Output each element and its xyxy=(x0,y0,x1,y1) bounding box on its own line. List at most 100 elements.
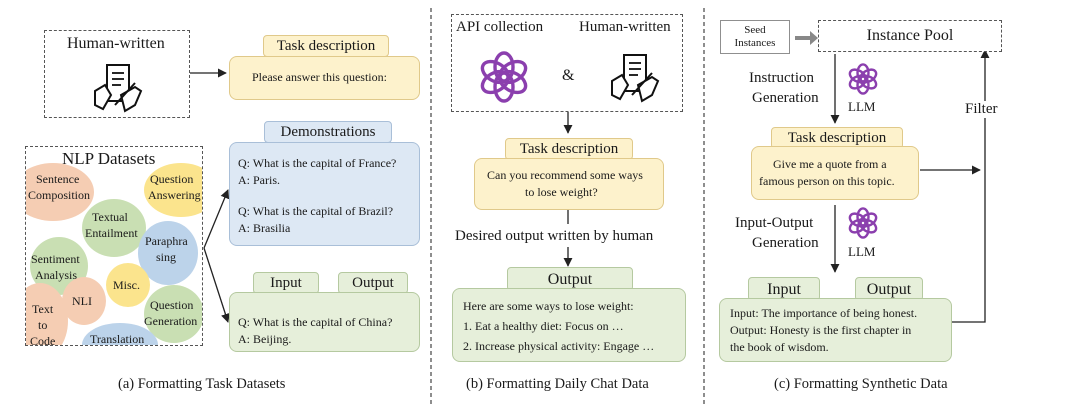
label-para-1: Paraphra xyxy=(145,234,188,248)
task-text-c-2: famous person on this topic. xyxy=(759,174,895,188)
output-tag-c: Output xyxy=(855,277,923,301)
task-text-c-1: Give me a quote from a xyxy=(773,157,887,171)
input-tag-c: Input xyxy=(748,277,820,301)
human-written-label: Human-written xyxy=(67,35,165,52)
label-para-2: sing xyxy=(156,250,177,264)
seed-instances-box: Seed Instances xyxy=(720,20,790,54)
seed-label-1: Seed xyxy=(744,24,766,36)
task-description-tag-c-label: Task description xyxy=(787,130,887,146)
task-description-card: Please answer this question: xyxy=(229,56,420,100)
label-sa-2: Analysis xyxy=(35,268,77,282)
document-hand-icon xyxy=(94,64,143,113)
label-sa-1: Sentiment xyxy=(31,252,80,266)
bubble-misc xyxy=(106,263,150,307)
task-card-b: Can you recommend some ways to lose weig… xyxy=(474,158,664,210)
instance-pool-label: Instance Pool xyxy=(866,27,954,44)
label-sentence-2: Composition xyxy=(28,188,91,202)
input-tag-a-label: Input xyxy=(270,275,302,291)
demonstrations-tag-label: Demonstrations xyxy=(280,124,376,140)
output-tag-b-label: Output xyxy=(547,271,593,288)
task-description-tag-label: Task description xyxy=(276,38,376,54)
document-hand-icon-b xyxy=(611,54,660,103)
output-line-1: Here are some ways to lose weight: xyxy=(463,299,634,313)
bubble-sentence-composition xyxy=(26,163,94,221)
demo-a2: A: Brasilia xyxy=(238,221,291,235)
output-line-2: 1. Eat a healthy diet: Focus on … xyxy=(463,319,624,333)
io-gen-1: Input-Output xyxy=(735,215,814,231)
arrow-datasets-to-demos xyxy=(203,189,230,249)
label-t2c-3: Code xyxy=(30,334,56,346)
bubble-paraphrasing xyxy=(138,221,198,285)
io-q-a: Q: What is the capital of China? xyxy=(238,315,393,329)
openai-logo-icon xyxy=(480,51,528,103)
llm-label-2: LLM xyxy=(848,244,876,259)
label-nli: NLI xyxy=(72,294,92,308)
task-description-tag: Task description xyxy=(263,35,389,57)
io-a-a: A: Beijing. xyxy=(238,332,292,346)
api-human-box: API collection Human-written & xyxy=(451,14,683,112)
api-collection-label: API collection xyxy=(456,19,544,35)
caption-b: (b) Formatting Daily Chat Data xyxy=(466,376,649,392)
human-written-label-b: Human-written xyxy=(579,19,671,35)
instruction-gen-2: Generation xyxy=(752,90,819,106)
task-description-tag-b-label: Task description xyxy=(519,141,619,157)
output-tag-a-label: Output xyxy=(352,275,394,291)
output-card-b: Here are some ways to lose weight: 1. Ea… xyxy=(452,288,686,362)
io-line-c-3: the book of wisdom. xyxy=(730,340,829,354)
demonstrations-tag: Demonstrations xyxy=(264,121,392,143)
output-tag-b: Output xyxy=(507,267,633,291)
output-line-3: 2. Increase physical activity: Engage … xyxy=(463,339,655,353)
label-te-2: Entailment xyxy=(85,226,138,240)
task-description-tag-c: Task description xyxy=(771,127,903,149)
demo-q2: Q: What is the capital of Brazil? xyxy=(238,204,394,218)
instance-pool-box: Instance Pool xyxy=(818,20,1002,52)
nlp-datasets-box: NLP Datasets Sentence Composition Questi… xyxy=(25,146,203,346)
label-translation: Translation xyxy=(90,332,145,346)
label-te-1: Textual xyxy=(92,210,128,224)
demo-q1: Q: What is the capital of France? xyxy=(238,156,397,170)
openai-logo-icon-c2 xyxy=(848,207,878,239)
llm-label-1: LLM xyxy=(848,99,876,114)
label-qg-1: Question xyxy=(150,298,194,312)
label-sentence-1: Sentence xyxy=(36,172,80,186)
bubble-translation xyxy=(82,323,158,345)
arrow-datasets-to-io xyxy=(203,247,230,323)
seed-label-2: Instances xyxy=(734,37,776,49)
output-tag-c-label: Output xyxy=(866,281,912,298)
io-line-c-1: Input: The importance of being honest. xyxy=(730,306,918,320)
bubble-textual-entailment xyxy=(82,199,146,257)
task-description-tag-b: Task description xyxy=(505,138,633,160)
caption-c: (c) Formatting Synthetic Data xyxy=(774,376,948,392)
label-qg-2: Generation xyxy=(144,314,198,328)
io-gen-2: Generation xyxy=(752,235,819,251)
human-written-box: Human-written xyxy=(44,30,190,118)
label-t2c-2: to xyxy=(38,318,48,332)
desired-output-label: Desired output written by human xyxy=(455,228,654,244)
caption-a: (a) Formatting Task Datasets xyxy=(118,376,286,392)
label-misc: Misc. xyxy=(113,278,140,292)
demonstrations-card: Q: What is the capital of France? A: Par… xyxy=(229,142,420,246)
io-line-c-2: Output: Honesty is the first chapter in xyxy=(730,323,912,337)
bubble-nli xyxy=(62,277,106,325)
openai-logo-icon-c1 xyxy=(848,63,878,95)
instruction-gen-1: Instruction xyxy=(749,70,814,86)
label-qa-2: Answering xyxy=(148,188,201,202)
task-text-b-1: Can you recommend some ways xyxy=(487,168,643,182)
label-t2c-1: Text xyxy=(32,302,54,316)
demo-a1: A: Paris. xyxy=(238,173,280,187)
ampersand: & xyxy=(562,67,575,84)
task-text: Please answer this question: xyxy=(252,70,387,84)
task-text-b-2: to lose weight? xyxy=(525,185,598,199)
bubble-question-answering xyxy=(144,163,202,217)
filter-label: Filter xyxy=(963,101,1000,118)
io-card-c: Input: The importance of being honest. O… xyxy=(719,298,952,362)
label-qa-1: Question xyxy=(150,172,194,186)
io-card-a: Q: What is the capital of China? A: Beij… xyxy=(229,292,420,352)
output-tag-a: Output xyxy=(338,272,408,294)
nlp-datasets-title: NLP Datasets xyxy=(62,149,156,168)
bubble-question-generation xyxy=(144,285,202,343)
arrow-io-to-pool xyxy=(952,49,990,323)
input-tag-c-label: Input xyxy=(767,281,801,298)
task-card-c: Give me a quote from a famous person on … xyxy=(751,146,919,200)
